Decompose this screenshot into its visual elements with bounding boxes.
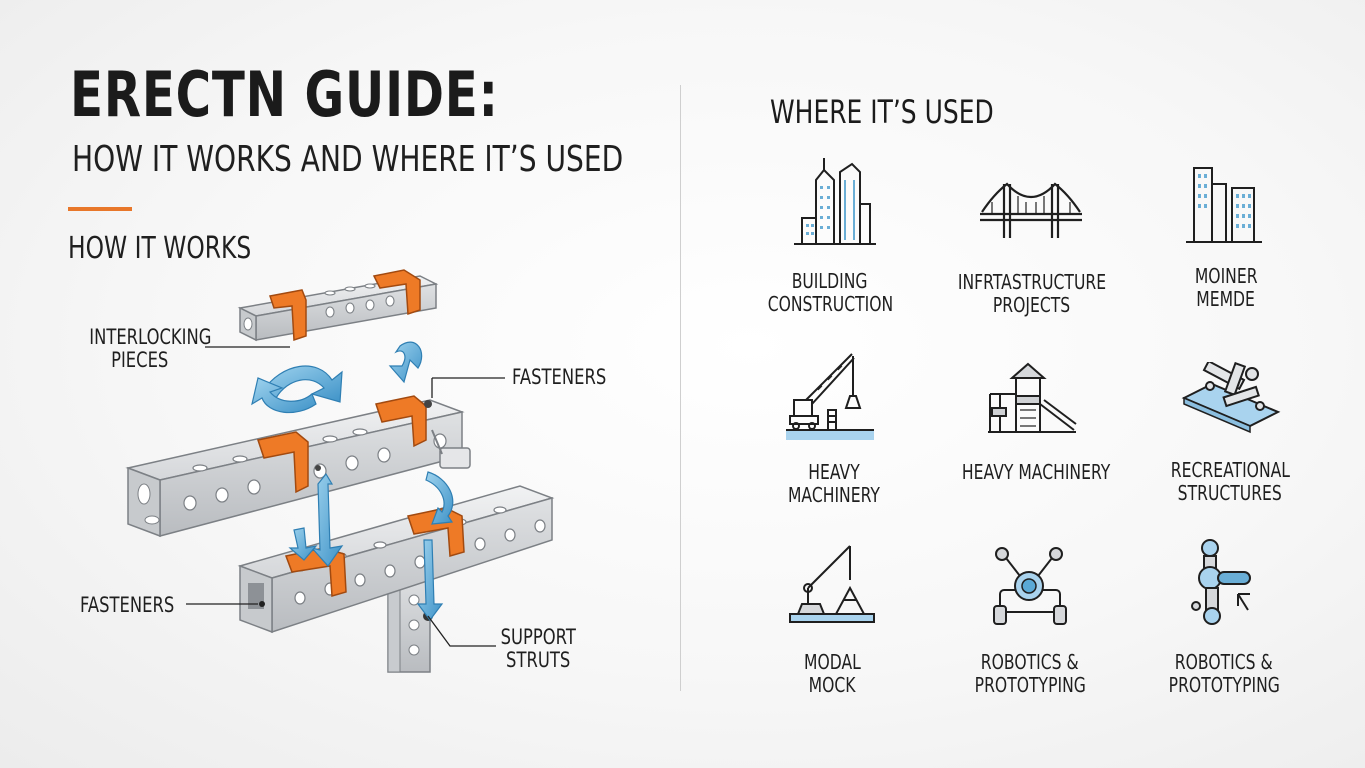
use-label-recreational-structures: RECREATIONAL STRUCTURES: [1170, 458, 1290, 505]
page-subtitle: HOW IT WORKS AND WHERE IT’S USED: [72, 139, 624, 180]
buildings-icon: [1186, 167, 1262, 243]
crane-icon: [786, 353, 874, 440]
accent-divider: [68, 207, 132, 211]
fastener-details: [315, 400, 471, 621]
construction-kit-icon: [1181, 362, 1281, 434]
support-strut: [387, 571, 431, 673]
playground-icon: [988, 362, 1077, 433]
bridge-icon: [980, 182, 1082, 238]
callout-fasteners-top: FASTENERS: [512, 365, 607, 389]
motion-arrows: [251, 341, 454, 621]
where-used-heading: WHERE IT’S USED: [770, 93, 994, 131]
use-label-robotics-prototyping-2: ROBOTICS & PROTOTYPING: [1168, 650, 1280, 697]
callout-interlocking-pieces: INTERLOCKING PIECES: [89, 325, 212, 372]
robot-icon: [993, 547, 1067, 625]
model-crane-icon: [789, 545, 875, 623]
use-label-moiner-memde: MOINER MEMDE: [1194, 264, 1258, 311]
use-label-heavy-machinery-2: HEAVY MACHINERY: [961, 460, 1111, 484]
use-label-building-construction: BUILDING CONSTRUCTION: [767, 269, 893, 316]
column-divider: [680, 85, 681, 691]
middle-beam: [125, 399, 465, 538]
use-label-robotics-prototyping: ROBOTICS & PROTOTYPING: [974, 650, 1086, 697]
page-title: ERECTN GUIDE:: [70, 58, 499, 131]
use-label-infrastructure-projects: INFRTASTRUCTURE PROJECTS: [957, 270, 1107, 317]
how-it-works-heading: HOW IT WORKS: [68, 231, 252, 266]
use-label-modal-mock: MODAL MOCK: [803, 650, 861, 697]
robot-arm-icon: [1191, 539, 1251, 625]
assembly-diagram: [125, 269, 555, 673]
use-label-heavy-machinery: HEAVY MACHINERY: [788, 460, 880, 507]
skyscraper-icon: [794, 158, 876, 245]
callout-lines: [205, 346, 505, 647]
callout-support-struts: SUPPORT STRUTS: [500, 625, 576, 672]
callout-fasteners-bottom: FASTENERS: [80, 593, 175, 617]
